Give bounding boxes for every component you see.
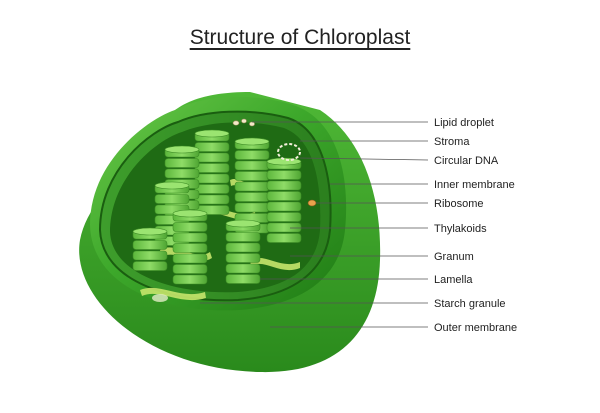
- thylakoid-disc: [225, 263, 261, 274]
- label-lamella: Lamella: [434, 274, 473, 286]
- thylakoid-disc: [234, 202, 270, 213]
- granum-stack: [172, 209, 208, 285]
- thylakoid-disc: [164, 158, 200, 168]
- thylakoid-disc: [132, 250, 168, 261]
- thylakoid-disc: [266, 170, 302, 180]
- thylakoid-disc: [194, 194, 230, 205]
- leader-line: [299, 157, 429, 161]
- thylakoid-disc: [266, 180, 302, 191]
- thylakoid-disc: [194, 184, 230, 194]
- thylakoid-disc: [266, 212, 302, 222]
- thylakoid-disc-top: [154, 181, 190, 190]
- thylakoid-disc-top: [234, 137, 270, 146]
- thylakoid-disc: [132, 240, 168, 250]
- label-ribosome: Ribosome: [434, 198, 484, 210]
- thylakoid-disc: [266, 233, 302, 243]
- thylakoid-disc: [234, 181, 270, 192]
- label-thylakoids: Thylakoids: [434, 223, 487, 235]
- thylakoid-disc: [154, 194, 190, 204]
- thylakoid-disc: [266, 191, 302, 201]
- thylakoid-disc: [172, 232, 208, 243]
- thylakoid-disc: [225, 242, 261, 253]
- thylakoid-disc-top: [132, 227, 168, 236]
- label-outer-membrane: Outer membrane: [434, 322, 517, 334]
- thylakoid-disc: [172, 253, 208, 264]
- thylakoid-disc: [225, 274, 261, 284]
- thylakoid-disc: [194, 152, 230, 163]
- thylakoid-disc: [225, 232, 261, 242]
- thylakoid-disc: [225, 253, 261, 263]
- thylakoid-disc: [164, 168, 200, 179]
- granum-stack: [194, 129, 230, 215]
- thylakoid-disc-top: [164, 145, 200, 154]
- thylakoid-disc: [194, 142, 230, 152]
- diagram-title: Structure of Chloroplast: [0, 26, 600, 50]
- thylakoid-disc: [234, 192, 270, 202]
- thylakoid-disc: [234, 171, 270, 181]
- label-stroma: Stroma: [434, 136, 470, 148]
- thylakoid-disc: [172, 243, 208, 253]
- thylakoid-disc: [194, 163, 230, 173]
- thylakoid-disc: [172, 222, 208, 232]
- thylakoid-disc-top: [172, 209, 208, 218]
- circular-dna: [277, 143, 301, 161]
- thylakoid-disc-top: [225, 219, 261, 228]
- thylakoid-disc: [172, 274, 208, 285]
- thylakoid-disc: [234, 150, 270, 160]
- label-inner-membrane: Inner membrane: [434, 179, 515, 191]
- label-granum: Granum: [434, 251, 474, 263]
- starch-granule: [152, 294, 168, 302]
- granum-stack: [234, 137, 270, 234]
- ribosome: [307, 199, 317, 207]
- thylakoid-disc: [234, 160, 270, 171]
- label-starch-granule: Starch granule: [434, 298, 506, 310]
- thylakoid-disc: [266, 201, 302, 212]
- thylakoid-disc-top: [194, 129, 230, 138]
- granum-stack: [266, 157, 302, 243]
- thylakoid-disc: [172, 264, 208, 274]
- granum-stack: [225, 219, 261, 284]
- thylakoid-disc: [194, 173, 230, 184]
- label-circular-dna: Circular DNA: [434, 155, 499, 167]
- thylakoid-disc: [132, 261, 168, 271]
- grana-stacks: [132, 129, 302, 285]
- diagram-title-text: Structure of Chloroplast: [189, 26, 411, 49]
- lipid-droplets: [232, 118, 255, 127]
- thylakoid-disc: [266, 222, 302, 233]
- granum-stack: [132, 227, 168, 271]
- label-lipid-droplet: Lipid droplet: [434, 117, 494, 129]
